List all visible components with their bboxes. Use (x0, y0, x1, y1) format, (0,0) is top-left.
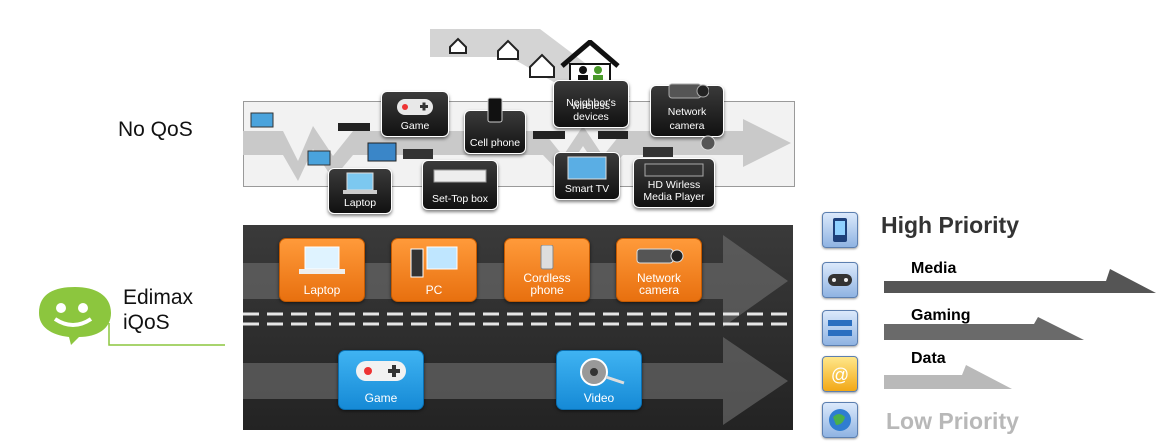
phone-media-icon (822, 212, 858, 248)
device-hd-media-player: HD Wirless Media Player (633, 158, 715, 208)
iqos-label-line2: iQoS (123, 311, 170, 334)
device-laptop: Laptop (328, 168, 392, 214)
no-qos-label: No QoS (118, 118, 193, 141)
data-label: Data (911, 350, 946, 367)
device-neighbor-wireless: Neighbor's wireless devices (553, 80, 629, 128)
cell-phone-icon (487, 97, 503, 123)
media-arrow (884, 269, 1156, 293)
film-reel-icon (580, 358, 625, 386)
email-icon: @ (822, 356, 858, 392)
priority-arrows (884, 269, 1156, 389)
pc-icon (410, 246, 458, 278)
media-label: Media (911, 260, 957, 277)
neighbor-houses-stream (430, 29, 630, 97)
low-priority-label: Low Priority (886, 408, 1019, 434)
device-smart-tv: Smart TV (554, 152, 620, 200)
camera-icon (636, 248, 684, 264)
high-priority-label: High Priority (881, 212, 1020, 238)
smiley-chat-bubble-icon (39, 287, 225, 346)
gamepad-icon (397, 99, 433, 115)
gaming-label: Gaming (911, 307, 971, 324)
device-network-camera: Network camera (650, 83, 724, 137)
tile-pc: PC (391, 238, 477, 302)
network-icon (822, 310, 858, 346)
device-cell-phone: Cell phone (464, 97, 526, 154)
scattered-device-icons (250, 112, 716, 166)
tile-video: Video (556, 350, 642, 410)
camera-icon (668, 83, 709, 99)
gamepad-icon (356, 361, 406, 381)
tv-icon (567, 156, 607, 180)
media-player-icon (644, 163, 704, 177)
data-arrow (884, 365, 1012, 389)
gamepad-icon (822, 262, 858, 298)
cordless-phone-icon (540, 245, 554, 270)
settop-box-icon (433, 169, 487, 183)
device-settop-box: Set-Top box (422, 160, 498, 210)
tile-game: Game (338, 350, 424, 410)
iqos-label-line1: Edimax (123, 286, 194, 309)
tile-laptop: Laptop (279, 238, 365, 302)
device-game: Game (381, 91, 449, 137)
laptop-icon (343, 172, 377, 194)
tile-network-camera: Network camera (616, 238, 702, 302)
laptop-icon (299, 246, 345, 274)
gaming-arrow (884, 317, 1084, 340)
tile-cordless-phone: Cordless phone (504, 238, 590, 302)
svg-text:@: @ (831, 365, 849, 385)
globe-icon (822, 402, 858, 438)
